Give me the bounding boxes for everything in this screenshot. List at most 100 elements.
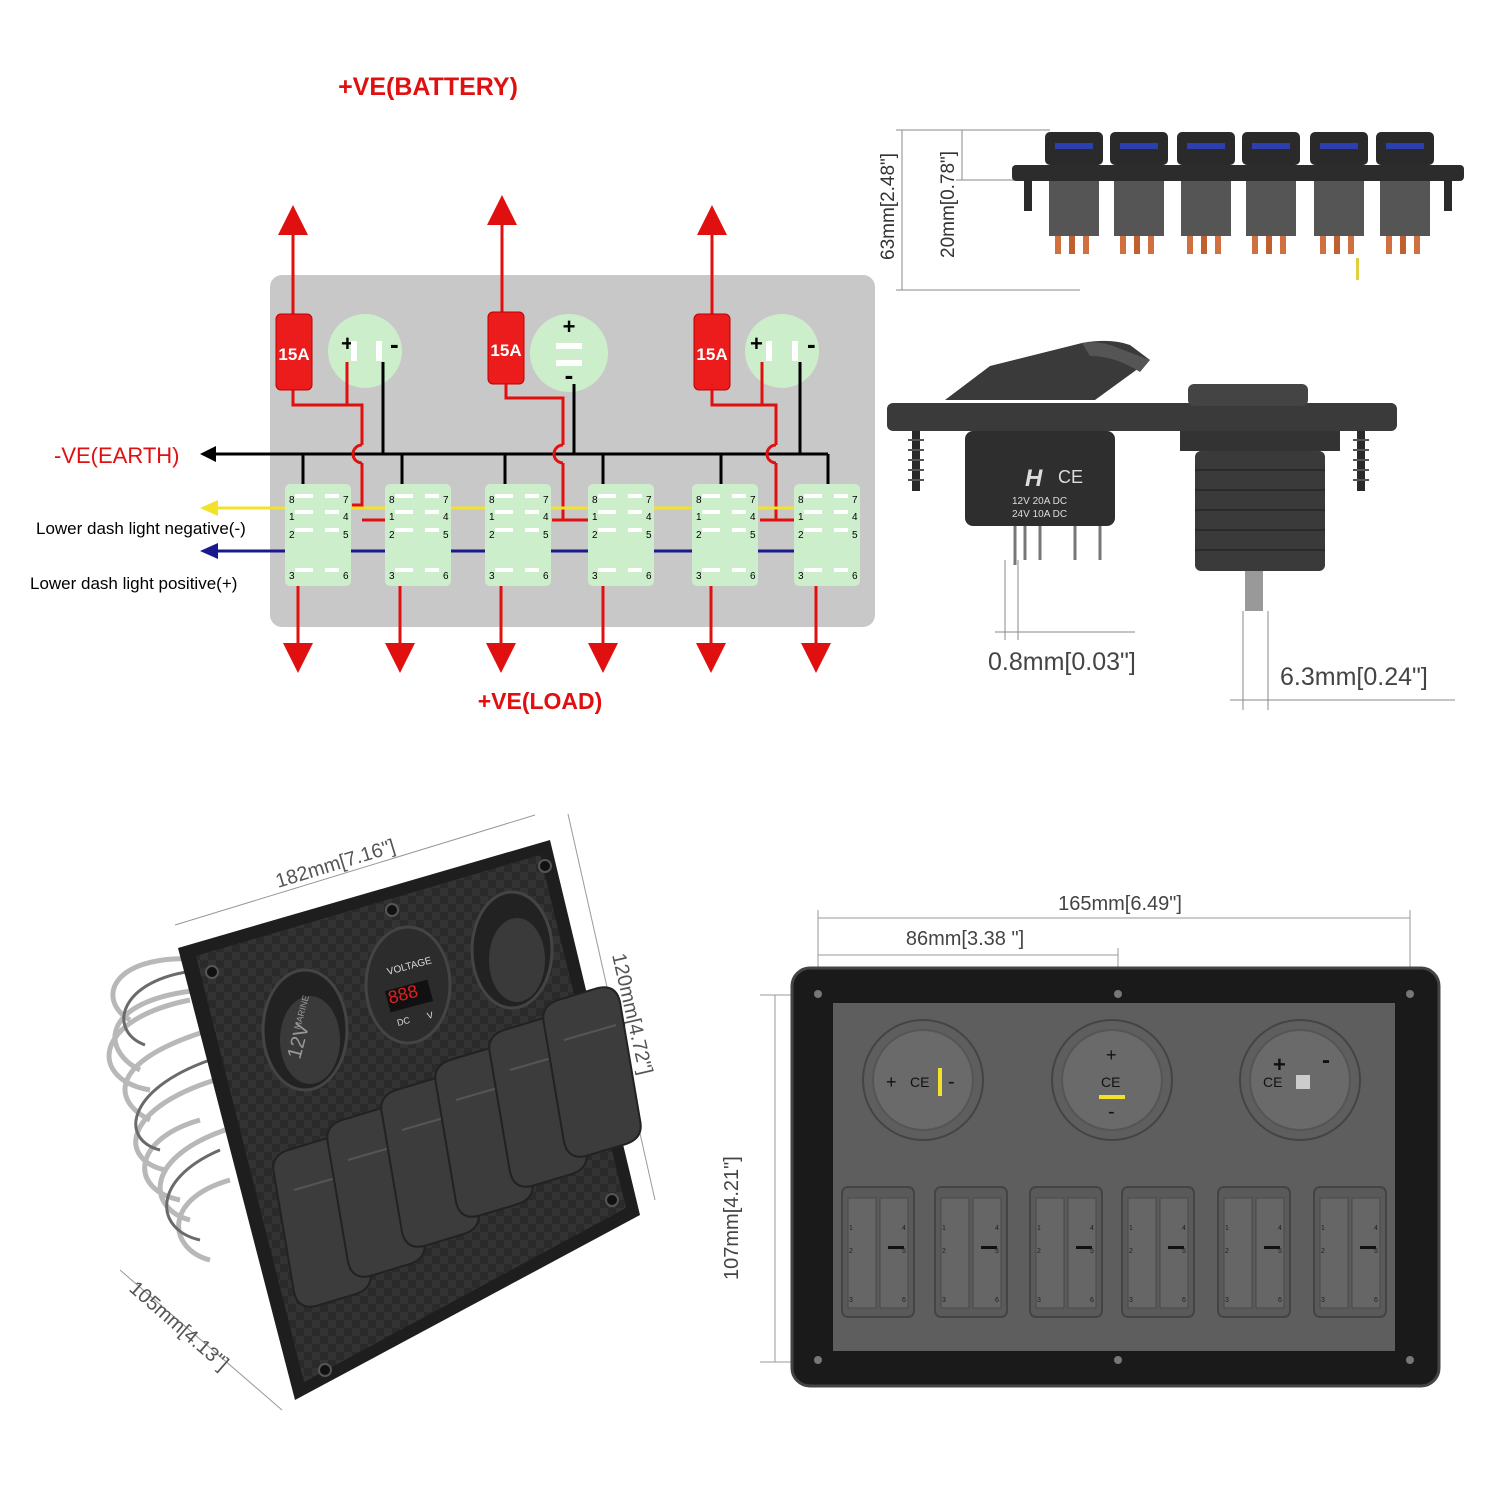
switch-6-pin-5: 5 (852, 530, 858, 541)
detail-ce: CE (1058, 467, 1083, 487)
switch-5-pin-4: 4 (750, 512, 756, 523)
detail-logo: H (1025, 465, 1043, 492)
switch-3-pin-4: 4 (543, 512, 549, 523)
front-socket-1: + CE - (862, 1019, 984, 1141)
side-unit-6 (1376, 132, 1434, 254)
front-switch-1-pin: 5 (902, 1248, 906, 1255)
detail-pin-width: 6.3mm[0.24"] (1280, 663, 1428, 691)
front-switch-5-pin: 6 (1278, 1297, 1282, 1304)
switch-2-pin-3: 3 (389, 571, 395, 582)
front-switch-2-pin: 4 (995, 1225, 999, 1232)
switch-6-pin-7: 7 (852, 495, 858, 506)
detail-socket-cap (1188, 384, 1308, 406)
switch-2-pin-1: 1 (389, 512, 395, 523)
switch-2-pin-6: 6 (443, 571, 449, 582)
switch-2-pin-4: 4 (443, 512, 449, 523)
front-socket-3-minus: - (1322, 1047, 1330, 1074)
perspective-view: 182mm[7.16"] 120mm[4.72"] 105mm[4.13"] (106, 813, 656, 1411)
front-socket-1-plus: + (886, 1072, 897, 1092)
detail-socket-body (1180, 431, 1340, 451)
side-yellow-wire (1356, 258, 1359, 280)
side-unit-2 (1110, 132, 1168, 254)
side-switch-units (1024, 132, 1452, 254)
side-height-total: 63mm[2.48"] (878, 153, 899, 260)
front-socket-3: + - CE (1239, 1019, 1361, 1141)
front-switch-1-pin: 1 (849, 1225, 853, 1232)
front-switch-4-pin: 2 (1129, 1248, 1133, 1255)
switch-6-pin-1: 1 (798, 512, 804, 523)
side-unit-5 (1310, 132, 1368, 254)
power-wiring (291, 362, 796, 522)
switch-5-pin-6: 6 (750, 571, 756, 582)
persp-depth-line (119, 1269, 283, 1411)
side-height-upper: 20mm[0.78"] (938, 151, 959, 258)
socket-1-minus: - (390, 329, 399, 359)
front-switch-3-pin: 1 (1037, 1225, 1041, 1232)
switch-3-pin-6: 6 (543, 571, 549, 582)
switch-1-pin-3: 3 (289, 571, 295, 582)
fuse-3-label: 15A (696, 345, 727, 364)
switch-4-pin-2: 2 (592, 530, 598, 541)
persp-rocker-6 (542, 986, 642, 1158)
switch-5-pin-3: 3 (696, 571, 702, 582)
front-switch-3-pin: 2 (1037, 1248, 1041, 1255)
front-switch-4-pin: 1 (1129, 1225, 1133, 1232)
fuse-3: 15A (693, 313, 731, 391)
switch-4-pin-5: 5 (646, 530, 652, 541)
detail-socket-terminal (1245, 571, 1263, 611)
switch-1-pin-2: 2 (289, 530, 295, 541)
detail-rating-1: 12V 20A DC (1012, 496, 1067, 507)
front-socket-1-minus: - (948, 1071, 955, 1093)
wiring-diagram: +VE(BATTERY) 15A 15A 15A + - (30, 73, 875, 714)
front-switch-2-pin: 3 (942, 1297, 946, 1304)
front-view: 165mm[6.49"] 86mm[3.38 "] 107mm[4.21"] +… (721, 893, 1441, 1388)
front-switch-4-pin: 5 (1182, 1248, 1186, 1255)
detail-socket-thread (1195, 469, 1325, 551)
switch-1-pin-4: 4 (343, 512, 349, 523)
switch-1-pin-1: 1 (289, 512, 295, 523)
persp-socket-right (470, 890, 554, 1010)
front-switch-6-pin: 3 (1321, 1297, 1325, 1304)
switch-2-pin-7: 7 (443, 495, 449, 506)
battery-label: +VE(BATTERY) (338, 73, 518, 101)
detail-flange (887, 403, 1397, 431)
front-switch-2-pin: 6 (995, 1297, 999, 1304)
front-switch-3-pin: 4 (1090, 1225, 1094, 1232)
socket-1: + - (328, 314, 402, 388)
detail-switch-body (965, 431, 1115, 526)
switch-1-pin-5: 5 (343, 530, 349, 541)
switch-3-pin-2: 2 (489, 530, 495, 541)
front-height: 107mm[4.21"] (721, 1156, 743, 1280)
switch-6-pin-8: 8 (798, 495, 804, 506)
switch-4-pin-4: 4 (646, 512, 652, 523)
socket-1-plus: + (341, 331, 354, 356)
side-unit-4 (1242, 132, 1300, 254)
side-view: 63mm[2.48"] 20mm[0.78"] (878, 129, 1464, 291)
fuse-2-label: 15A (490, 341, 521, 360)
light-positive-label: Lower dash light positive(+) (30, 574, 237, 593)
side-unit-1 (1045, 132, 1103, 254)
switch-1-pin-6: 6 (343, 571, 349, 582)
front-width-half: 86mm[3.38 "] (906, 928, 1024, 950)
switch-6-pin-2: 2 (798, 530, 804, 541)
switch-6-pin-4: 4 (852, 512, 858, 523)
front-switch-4-pin: 4 (1182, 1225, 1186, 1232)
front-switch-2-pin: 2 (942, 1248, 946, 1255)
front-socket-2-minus: - (1108, 1101, 1115, 1123)
front-switch-6-pin: 6 (1374, 1297, 1378, 1304)
front-socket-2: + CE - (1051, 1019, 1173, 1141)
persp-socket-left: 12V MARINE (261, 968, 349, 1092)
side-screw-left (1024, 181, 1032, 211)
socket-2-plus: + (563, 314, 576, 339)
switch-4-pin-8: 8 (592, 495, 598, 506)
switch-3-pin-8: 8 (489, 495, 495, 506)
